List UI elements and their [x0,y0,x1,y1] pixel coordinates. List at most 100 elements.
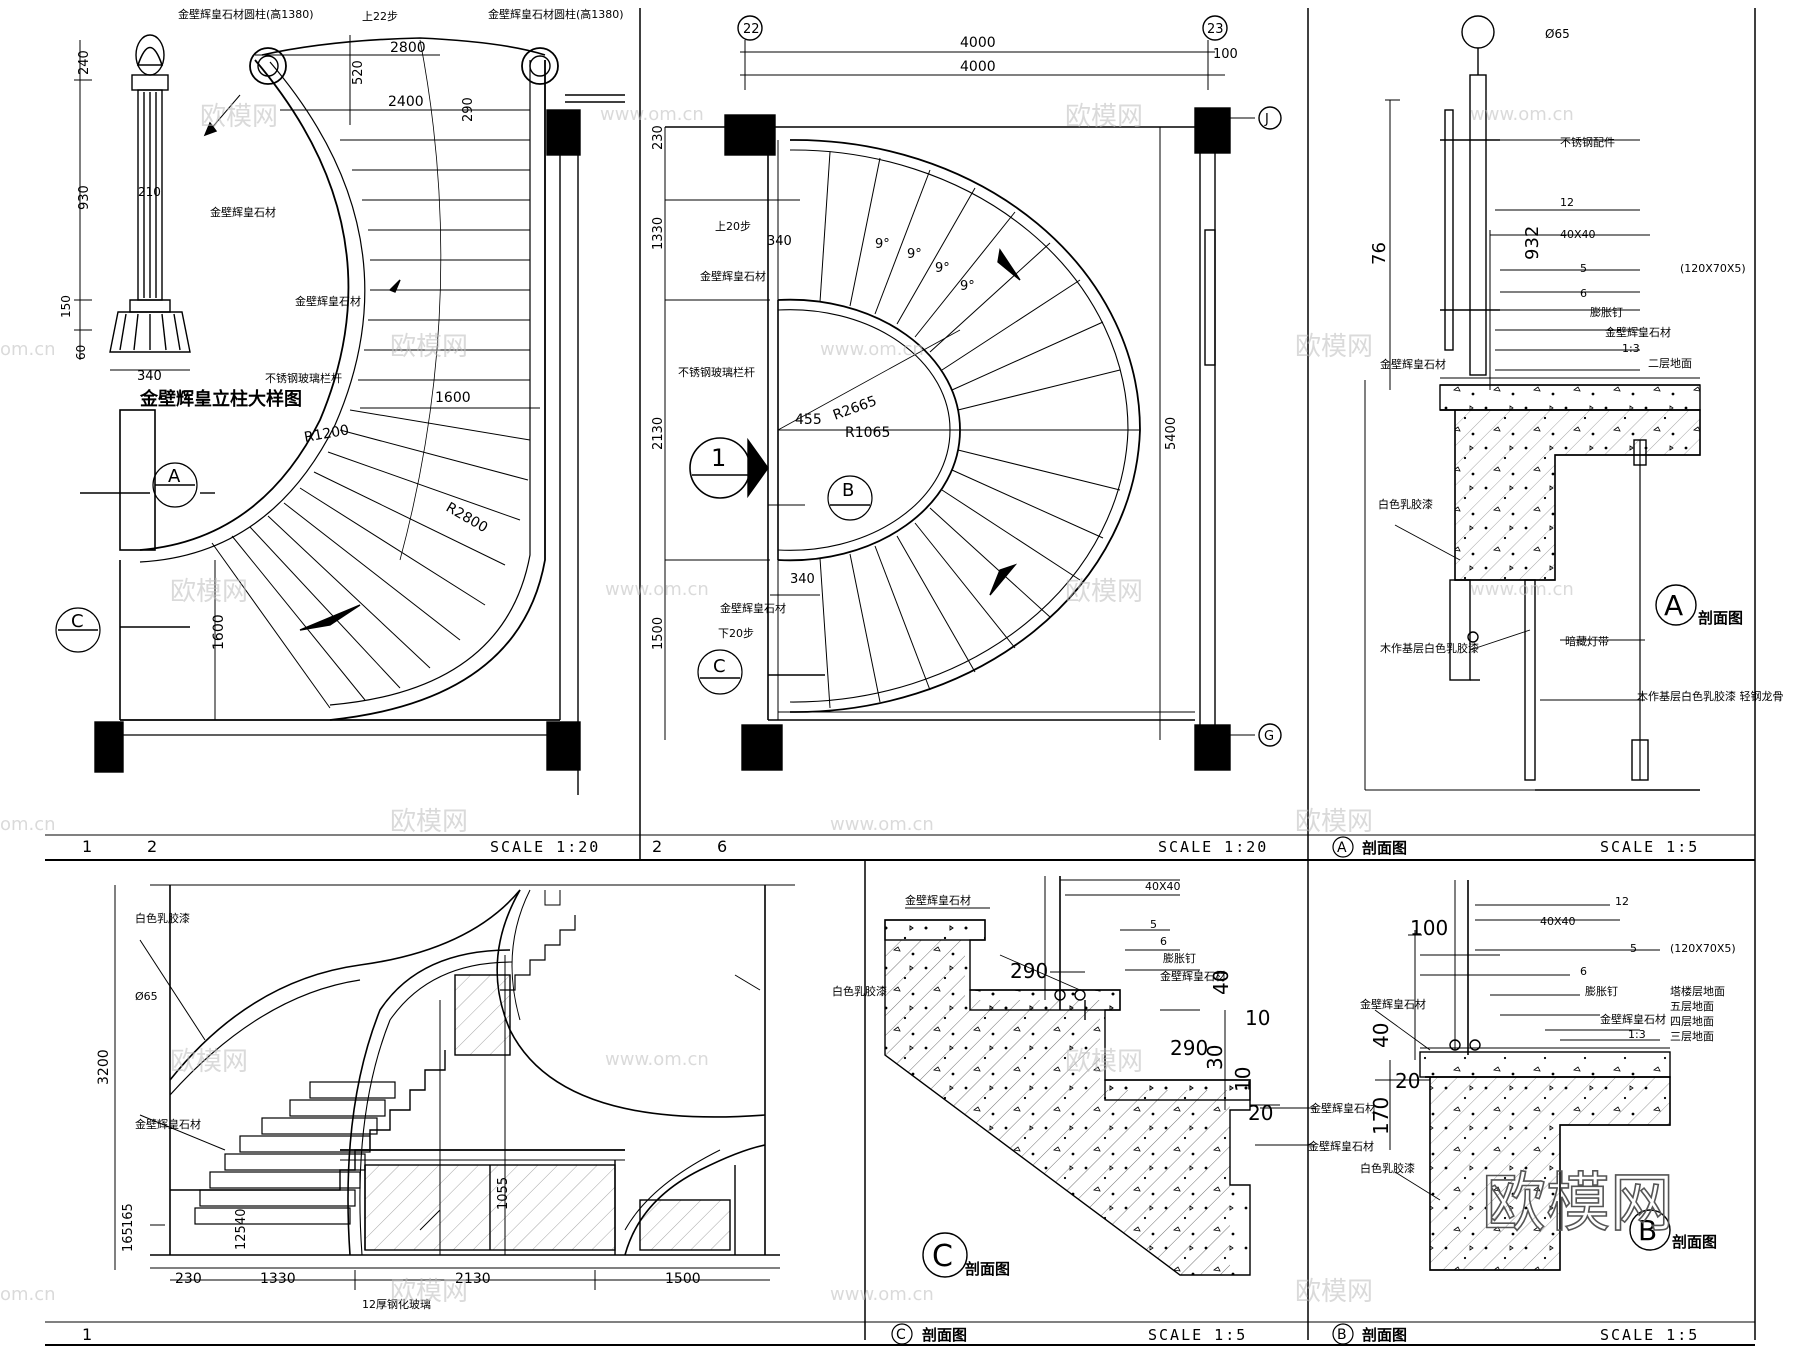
p5-label-6: 6 [1160,935,1167,948]
p2-dim-230: 230 [651,125,666,150]
p2-dim-2130: 2130 [651,417,666,450]
watermark-url: www.om.cn [605,579,709,600]
watermark-cn: 欧模网 [200,102,278,132]
panel-1-text: 金壁辉皇石材圆柱(高1380) 上22步 金壁辉皇石材圆柱(高1380) 240… [59,7,624,856]
p1-dim-520: 520 [351,60,366,85]
p1-dim-r1200: R1200 [303,422,350,446]
p5-label-anchor: 膨胀钉 [1163,951,1196,965]
p4-dim-40: 40 [234,1208,249,1225]
p2-note-rail: 不锈钢玻璃栏杆 [678,365,755,379]
p2-dim-1500: 1500 [651,617,666,650]
p4-dim-230: 230 [175,1271,202,1287]
p6-dim-40: 40 [1369,1023,1393,1048]
panel-2-stair-plan [664,15,1282,771]
p2-angle-4: 9° [960,279,975,294]
p6-label-13: 1:3 [1628,1028,1646,1041]
p5-dim-290a: 290 [1010,959,1048,983]
p5-dim-40: 40 [1209,970,1233,995]
p6-footer-text: 剖面图 [1362,1326,1407,1344]
p2-angle-3: 9° [935,261,950,276]
watermark-url-short: om.cn [0,339,56,360]
p1-dim-2800: 2800 [390,40,426,56]
p2-dim-455: 455 [795,412,822,428]
radial-treads [819,151,1121,709]
panel-1-stair-plan [55,34,625,795]
p5-label-stone-mid: 金壁辉皇石材 [1160,969,1226,983]
p2-footer-num2: 6 [717,837,727,856]
watermark-url: www.om.cn [605,1049,709,1070]
p5-dim-10a: 10 [1245,1006,1270,1030]
watermark-url: www.om.cn [1470,104,1574,125]
p2-tag-1: 1 [711,444,726,472]
p2-grid-23: 23 [1207,22,1224,37]
p1-dim-1600-v: 1600 [211,614,227,650]
p1-note-rail: 不锈钢玻璃栏杆 [265,371,342,385]
p4-label-paint-left: 白色乳胶漆 [135,911,190,925]
p1-scale: SCALE 1:20 [490,838,600,856]
p2-dim-4000b: 4000 [960,59,996,75]
p6-footer-tag-ring [1332,1323,1354,1345]
p1-column-title: 金壁辉皇立柱大样图 [139,388,302,410]
p3-label-40x40: 40X40 [1560,228,1596,241]
p3-label-5: 5 [1580,262,1587,275]
p3-label-keel: 木作基层白色乳胶漆 轻钢龙骨 [1637,689,1784,703]
watermark-cn: 欧模网 [1065,102,1143,132]
watermark-url: www.om.cn [1470,579,1574,600]
p2-dim-1330: 1330 [651,217,666,250]
p3-footer-tag: A [1337,840,1347,856]
watermark-url-short: om.cn [0,814,56,835]
p3-dim-76: 76 [1369,242,1390,265]
p6-dim-170: 170 [1369,1097,1393,1135]
p3-label-anchor: 膨胀钉 [1590,305,1623,319]
sheet-frame [45,8,1756,1346]
p5-dim-30: 30 [1203,1045,1227,1070]
watermark-cn: 欧模网 [1295,807,1373,837]
p1-note-stone: 金壁辉皇石材 [210,205,276,219]
p3-dim-932: 932 [1522,226,1543,260]
p2-note-up: 上20步 [715,220,751,233]
p2-grid-g: G [1264,729,1274,744]
p3-footer-tag-ring [1332,836,1354,858]
watermarks: 欧模网 www.om.cn 欧模网 www.om.cn om.cn 欧模网 ww… [0,102,1675,1307]
p2-grid-22: 22 [743,22,760,37]
p6-label-stone-r: 金壁辉皇石材 [1600,1012,1666,1026]
watermark-url: www.om.cn [820,339,924,360]
watermark-cn: 欧模网 [170,1047,248,1077]
p1-dim-240: 240 [77,50,92,75]
p4-label-dia: Ø65 [135,990,158,1003]
p5-footer-text: 剖面图 [922,1326,967,1344]
p6-label-5-size: (120X70X5) [1670,942,1736,955]
p2-angle-2: 9° [907,247,922,262]
p1-note-column-right: 金壁辉皇石材圆柱(高1380) [488,7,624,21]
p3-scale: SCALE 1:5 [1600,838,1699,856]
p1-dim-2400: 2400 [388,94,424,110]
p6-scale: SCALE 1:5 [1600,1326,1699,1344]
p3-label-6: 6 [1580,287,1587,300]
p4-dim-3200: 3200 [96,1049,112,1085]
p2-dim-340a: 340 [767,234,792,249]
p3-label-stone-left: 金壁辉皇石材 [1380,357,1446,371]
p2-r-1065: R1065 [845,425,890,441]
panel-5-text: 金壁辉皇石材 40X40 5 6 膨胀钉 金壁辉皇石材 金壁辉皇石材 金壁辉皇石… [891,880,1376,1345]
p2-grid-j: J [1264,112,1269,127]
p6-label-4th-floor: 四层地面 [1670,1015,1714,1028]
p5-label-stone-r2: 金壁辉皇石材 [1308,1139,1374,1153]
watermark-cn: 欧模网 [170,577,248,607]
watermark-url: www.om.cn [830,1284,934,1305]
p1-dim-150: 150 [59,295,73,318]
stone-column-elevation [74,34,191,371]
p2-note-stone: 金壁辉皇石材 [700,269,766,283]
p3-label-light: 暗藏灯带 [1565,634,1609,648]
p3-label-5-size: (120X70X5) [1680,262,1746,275]
panel-4-stair-elevation [114,884,795,1290]
p6-title-text: 剖面图 [1672,1233,1717,1251]
p2-note-down: 下20步 [718,627,754,640]
panel-2-text: 22 23 J G 4000 4000 100 230 1330 2130 15… [651,22,1274,856]
p3-title-text: 剖面图 [1698,609,1743,627]
p3-label-floor: 二层地面 [1648,357,1692,370]
p1-dim-1600-h: 1600 [435,390,471,406]
p3-label-paint: 白色乳胶漆 [1378,497,1433,511]
p1-tag-a: A [168,466,181,487]
p6-dim-100: 100 [1410,916,1448,940]
p6-title-letter: B [1638,1214,1657,1247]
